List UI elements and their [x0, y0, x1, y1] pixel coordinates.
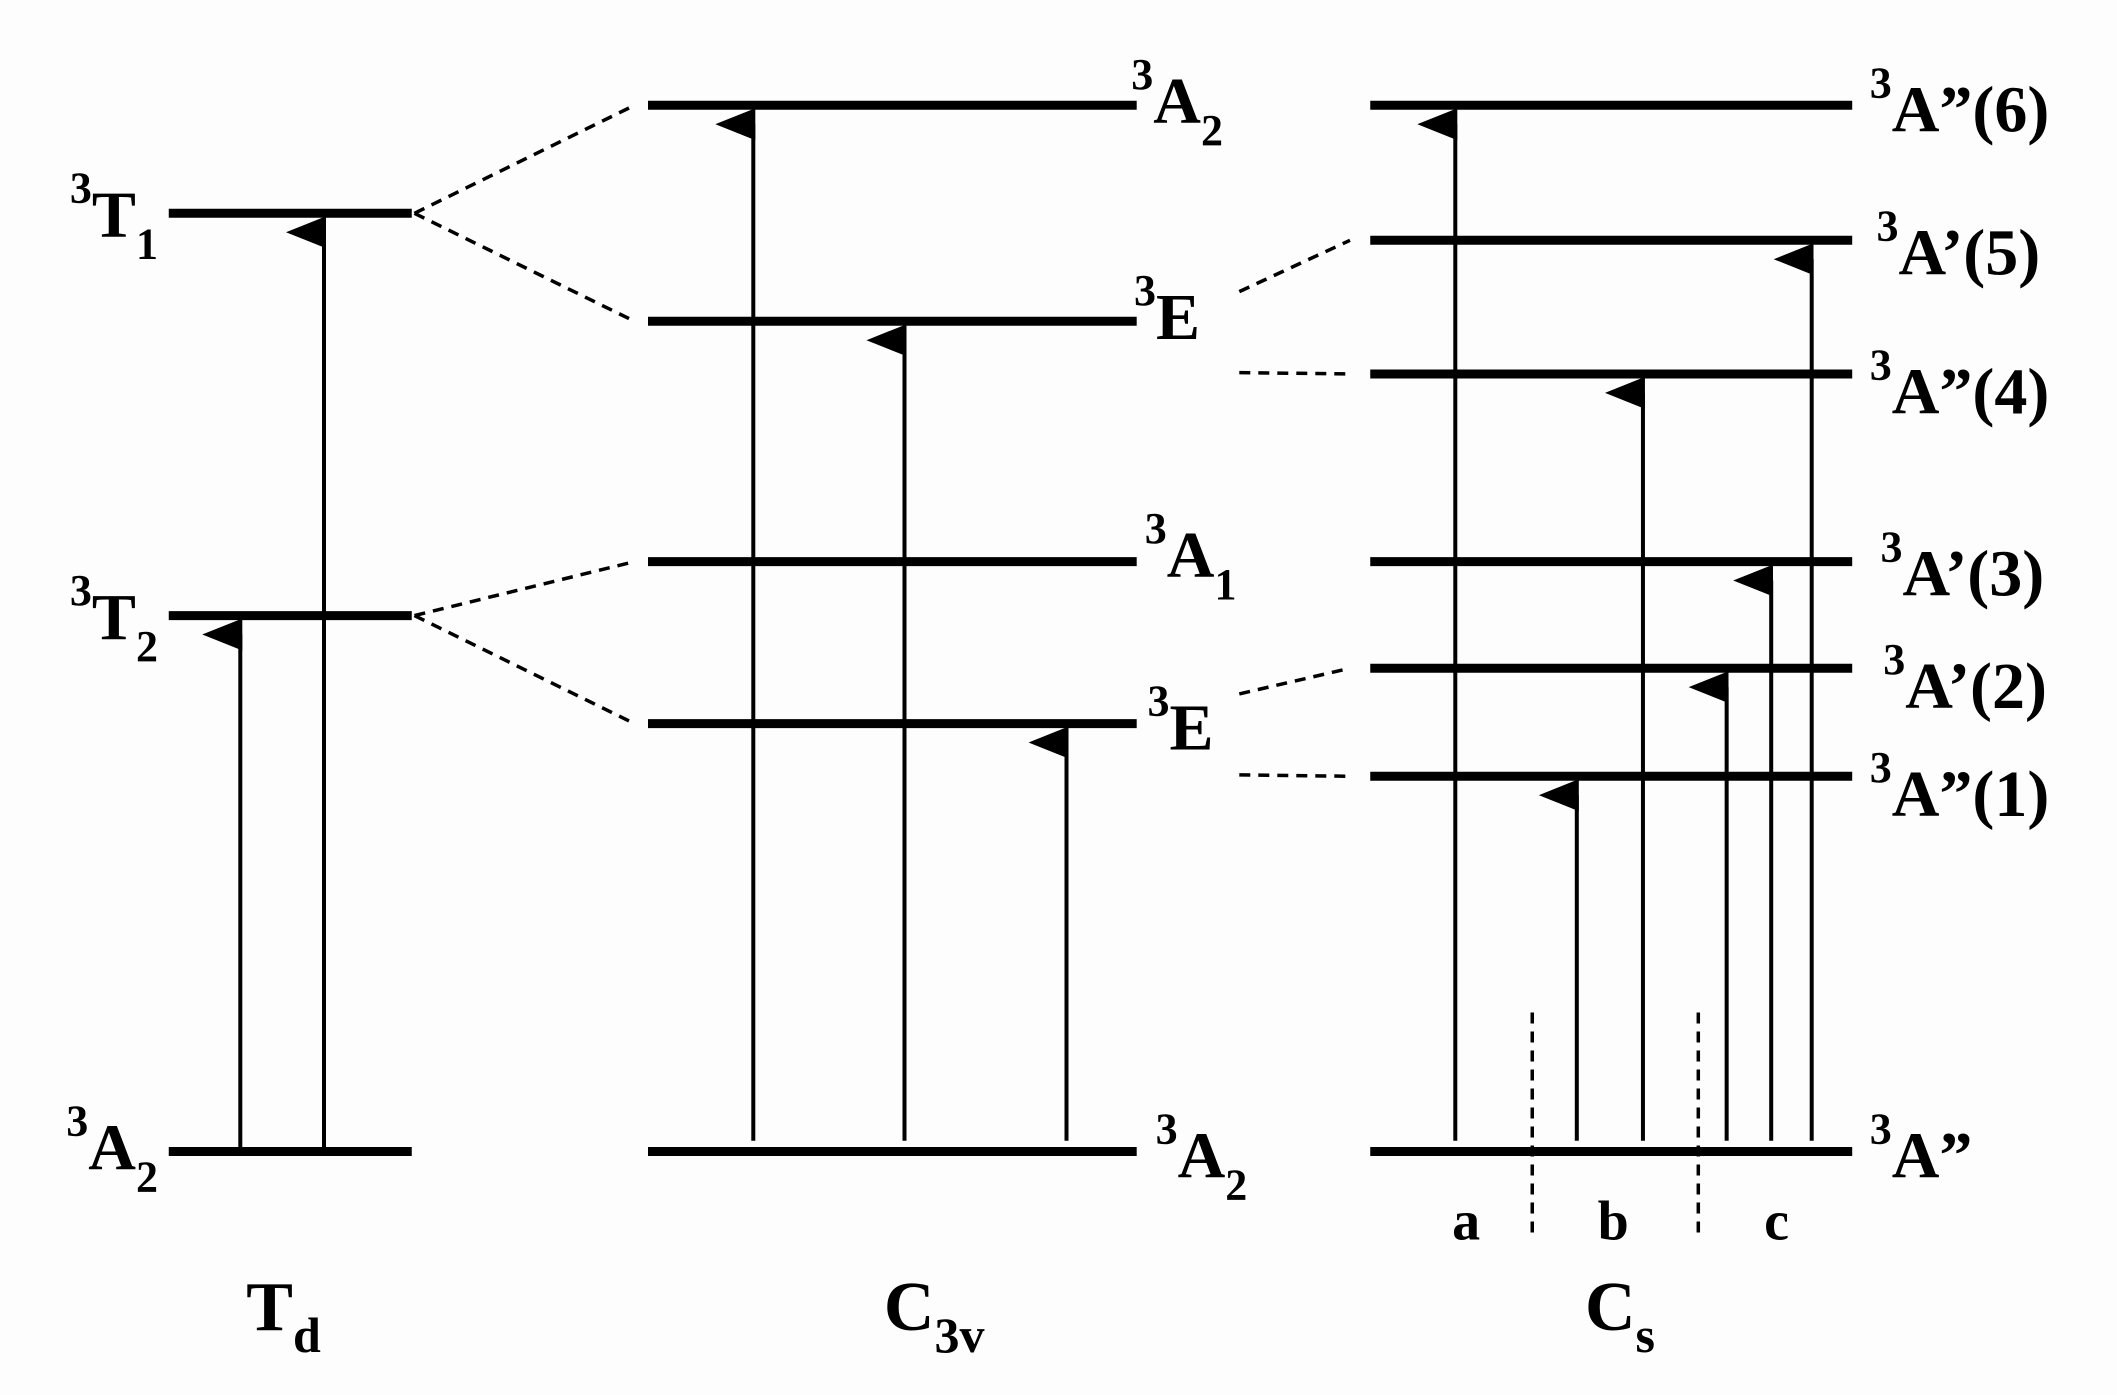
energy-levels	[168, 100, 1853, 1157]
correlation-c3v-3e-high-cs-3a-5	[1238, 238, 1351, 294]
level-label-cs-3a-6: 3A”(6)	[1870, 58, 2050, 146]
correlation-td-3t1-c3v-3a2-top	[413, 103, 636, 215]
level-label-td-3a2: 3A2	[66, 1096, 158, 1201]
correlation-td-3t1-c3v-3e-high	[413, 211, 636, 323]
column-label-cs: Cs	[1585, 1269, 1655, 1363]
level-labels: 3A2 3T2 3T1 3A2 3E 3A1 3E 3A2 3A” 3A”(1) 3A’(2) 3A’…	[66, 50, 2049, 1209]
correlation-c3v-3e-high-cs-3a-4	[1239, 370, 1351, 376]
column-label-td: Td	[246, 1269, 321, 1363]
level-label-td-3t1: 3T1	[70, 164, 158, 269]
correlation-lines	[413, 103, 1351, 778]
group-label-c: c	[1764, 1190, 1789, 1252]
transition-arrows	[202, 108, 1814, 1152]
correlation-td-3t2-c3v-3a1	[414, 559, 635, 618]
level-label-c3v-3a2-top: 3A2	[1131, 50, 1223, 155]
group-label-b: b	[1598, 1190, 1629, 1252]
level-label-cs-3a-2: 3A’(2)	[1883, 635, 2047, 723]
transition-group-labels: a b c	[1452, 1190, 1789, 1252]
level-label-cs-3a-3: 3A’(3)	[1881, 523, 2045, 611]
correlation-td-3t2-c3v-3e-low	[413, 614, 636, 726]
level-label-c3v-3e-high: 3E	[1134, 266, 1200, 354]
level-label-cs-3a-5: 3A’(5)	[1877, 201, 2041, 289]
correlation-c3v-3e-low-cs-3a-1	[1239, 773, 1351, 778]
level-label-c3v-3a2-ground: 3A2	[1156, 1105, 1248, 1210]
level-label-c3v-3a1: 3A1	[1145, 504, 1237, 609]
column-label-c3v: C3v	[884, 1269, 985, 1363]
level-label-cs-3a-ground: 3A”	[1870, 1105, 1973, 1193]
level-label-td-3t2: 3T2	[70, 566, 158, 671]
column-labels: Td C3v Cs	[246, 1269, 1655, 1363]
level-label-c3v-3e-low: 3E	[1148, 677, 1214, 765]
level-label-cs-3a-1: 3A”(1)	[1870, 743, 2050, 831]
group-label-a: a	[1452, 1190, 1480, 1252]
correlation-c3v-3e-low-cs-3a-2	[1238, 666, 1351, 696]
level-label-cs-3a-4: 3A”(4)	[1870, 340, 2050, 428]
